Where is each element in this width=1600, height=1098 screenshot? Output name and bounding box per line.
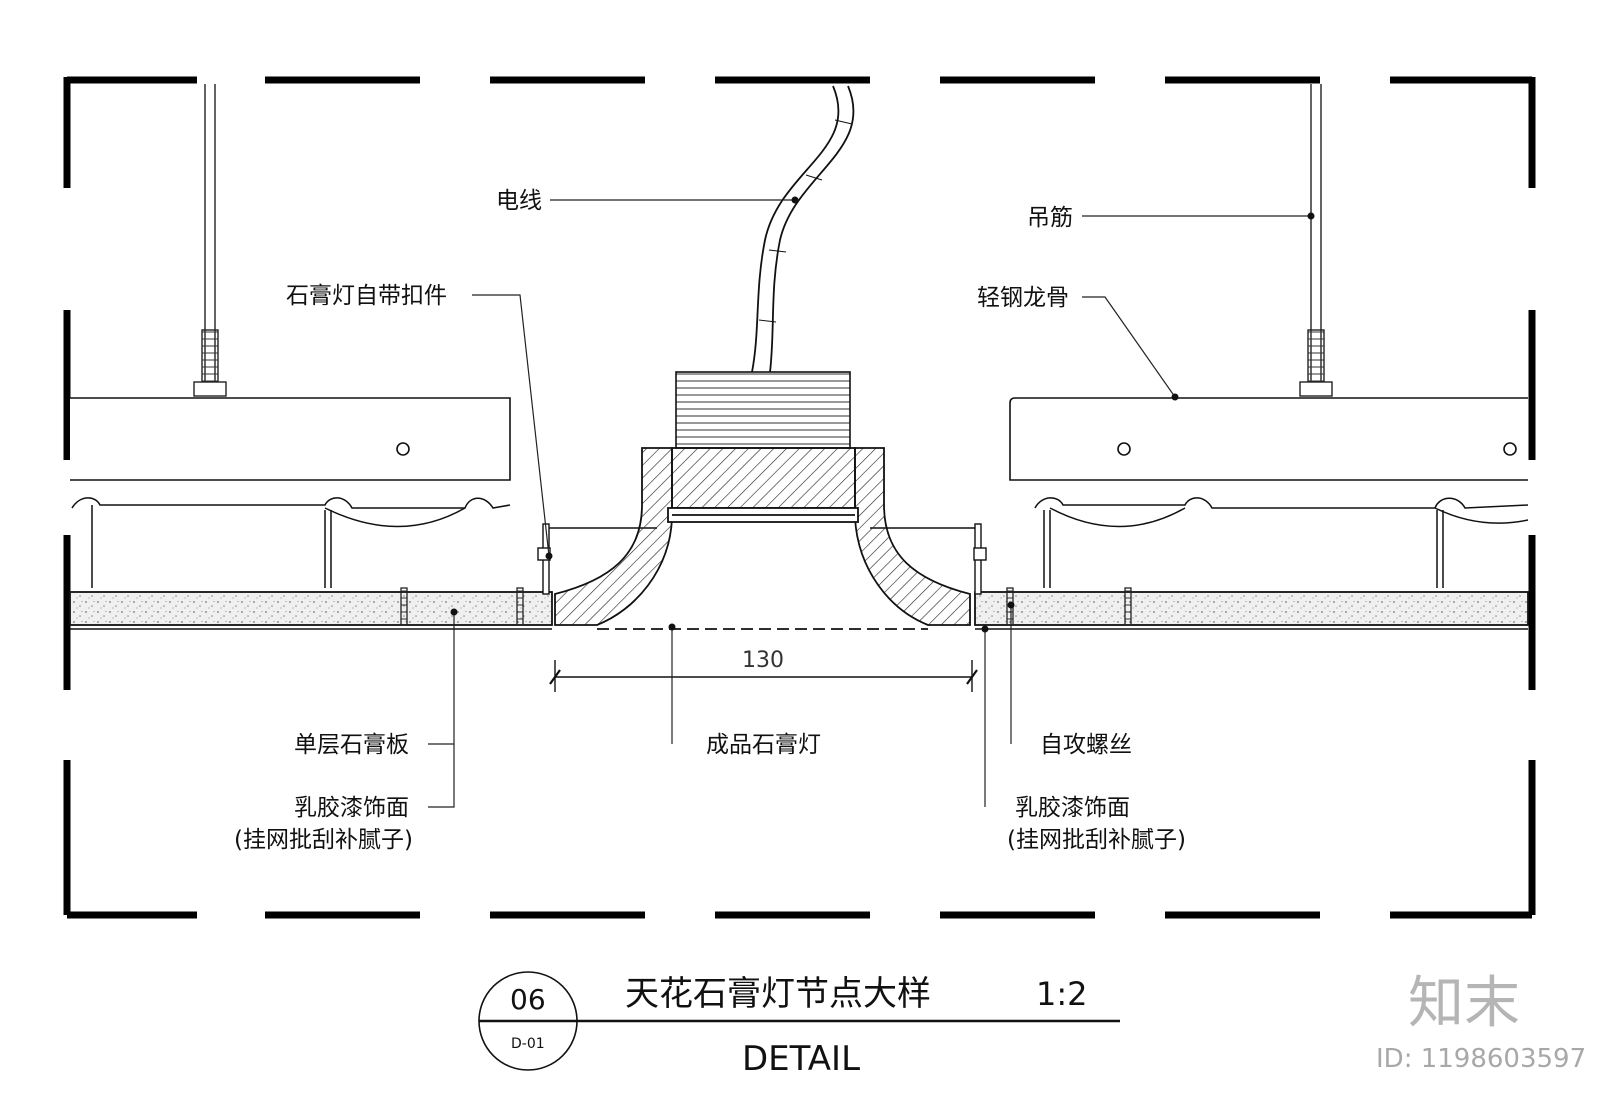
label-finish-left: 乳胶漆饰面	[294, 795, 409, 821]
label-finish-left-sub: (挂网批刮补腻子)	[234, 827, 413, 853]
drawing-title: 天花石膏灯节点大样	[625, 974, 931, 1014]
leader-lines	[428, 199, 1311, 808]
label-clip: 石膏灯自带扣件	[286, 283, 447, 309]
label-finish-right: 乳胶漆饰面	[1015, 795, 1130, 821]
watermark-logo: 知末	[1408, 971, 1520, 1036]
title-block: 06 D-01 天花石膏灯节点大样 1:2 DETAIL	[478, 971, 1120, 1079]
detail-number: 06	[510, 983, 546, 1016]
gypsum-lamp-body	[554, 447, 971, 626]
main-keel-right	[1009, 397, 1528, 481]
secondary-keel-right	[1034, 497, 1529, 588]
label-wire: 电线	[496, 188, 542, 214]
watermark-id: ID: 1198603597	[1376, 1044, 1586, 1074]
gypsum-board-left	[69, 591, 553, 626]
secondary-keel-left	[71, 497, 511, 588]
label-board: 单层石膏板	[294, 732, 409, 758]
drawing-subtitle: DETAIL	[742, 1039, 860, 1079]
label-screw: 自攻螺丝	[1040, 732, 1132, 758]
gypsum-board-right	[974, 591, 1529, 626]
leader-dots	[450, 196, 1315, 633]
main-keel-left	[70, 397, 511, 481]
label-lamp: 成品石膏灯	[706, 732, 821, 758]
electric-wire	[751, 85, 855, 373]
lamp-socket	[675, 371, 851, 449]
label-hanger: 吊筋	[1027, 205, 1073, 231]
frame-border	[63, 76, 1536, 919]
hanger-rod-left	[193, 84, 227, 397]
label-finish-right-sub: (挂网批刮补腻子)	[1007, 827, 1186, 853]
label-keel: 轻钢龙骨	[977, 285, 1069, 311]
drawing-scale: 1:2	[1036, 975, 1088, 1013]
sheet-number: D-01	[511, 1036, 545, 1052]
hanger-rod-right	[1299, 84, 1333, 397]
dimension-130	[549, 660, 978, 692]
dimension-value: 130	[742, 648, 784, 673]
